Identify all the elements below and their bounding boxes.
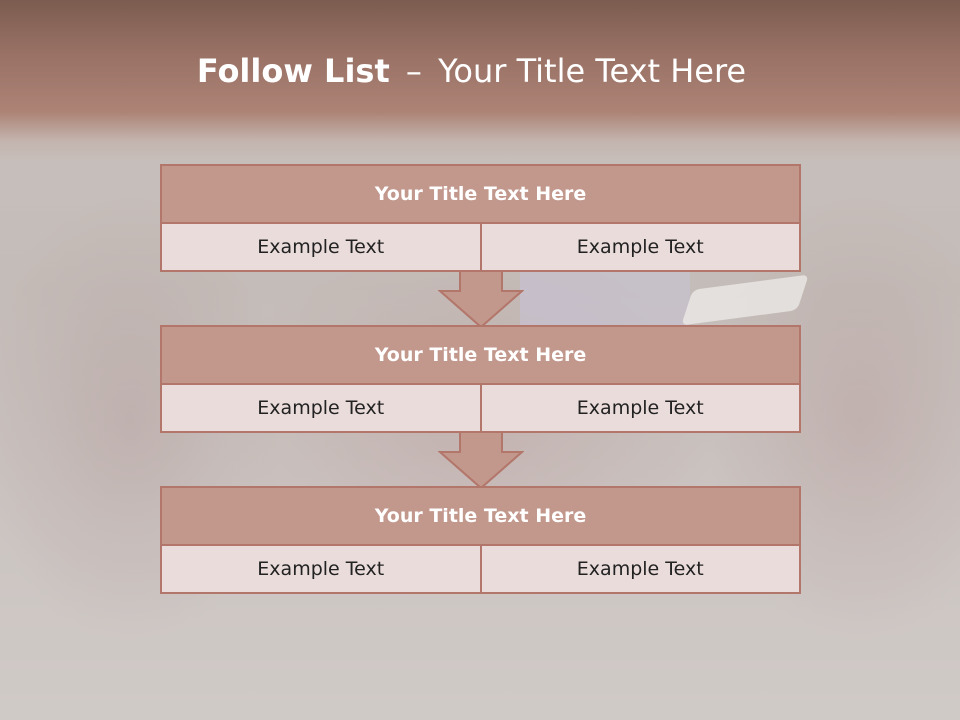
step-heading: Your Title Text Here <box>162 488 799 546</box>
step-heading: Your Title Text Here <box>162 166 799 224</box>
slide-title: Follow List – Your Title Text Here <box>0 52 943 90</box>
step-row: Example Text Example Text <box>162 546 799 592</box>
background-figure <box>520 270 690 328</box>
step-box-1: Your Title Text Here Example Text Exampl… <box>160 164 801 272</box>
title-bold: Follow List <box>196 52 390 90</box>
step-box-3: Your Title Text Here Example Text Exampl… <box>160 486 801 594</box>
step-cell-left: Example Text <box>162 546 480 592</box>
down-arrow-icon <box>438 271 524 329</box>
step-cell-left: Example Text <box>162 385 480 431</box>
title-dash: – <box>405 52 422 90</box>
step-cell-right: Example Text <box>479 546 799 592</box>
step-heading: Your Title Text Here <box>162 327 799 385</box>
header-band <box>0 0 960 160</box>
title-rest: Your Title Text Here <box>438 52 747 90</box>
step-cell-left: Example Text <box>162 224 480 270</box>
down-arrow-icon <box>438 432 524 490</box>
step-row: Example Text Example Text <box>162 224 799 270</box>
step-cell-right: Example Text <box>479 385 799 431</box>
step-box-2: Your Title Text Here Example Text Exampl… <box>160 325 801 433</box>
step-cell-right: Example Text <box>479 224 799 270</box>
step-row: Example Text Example Text <box>162 385 799 431</box>
